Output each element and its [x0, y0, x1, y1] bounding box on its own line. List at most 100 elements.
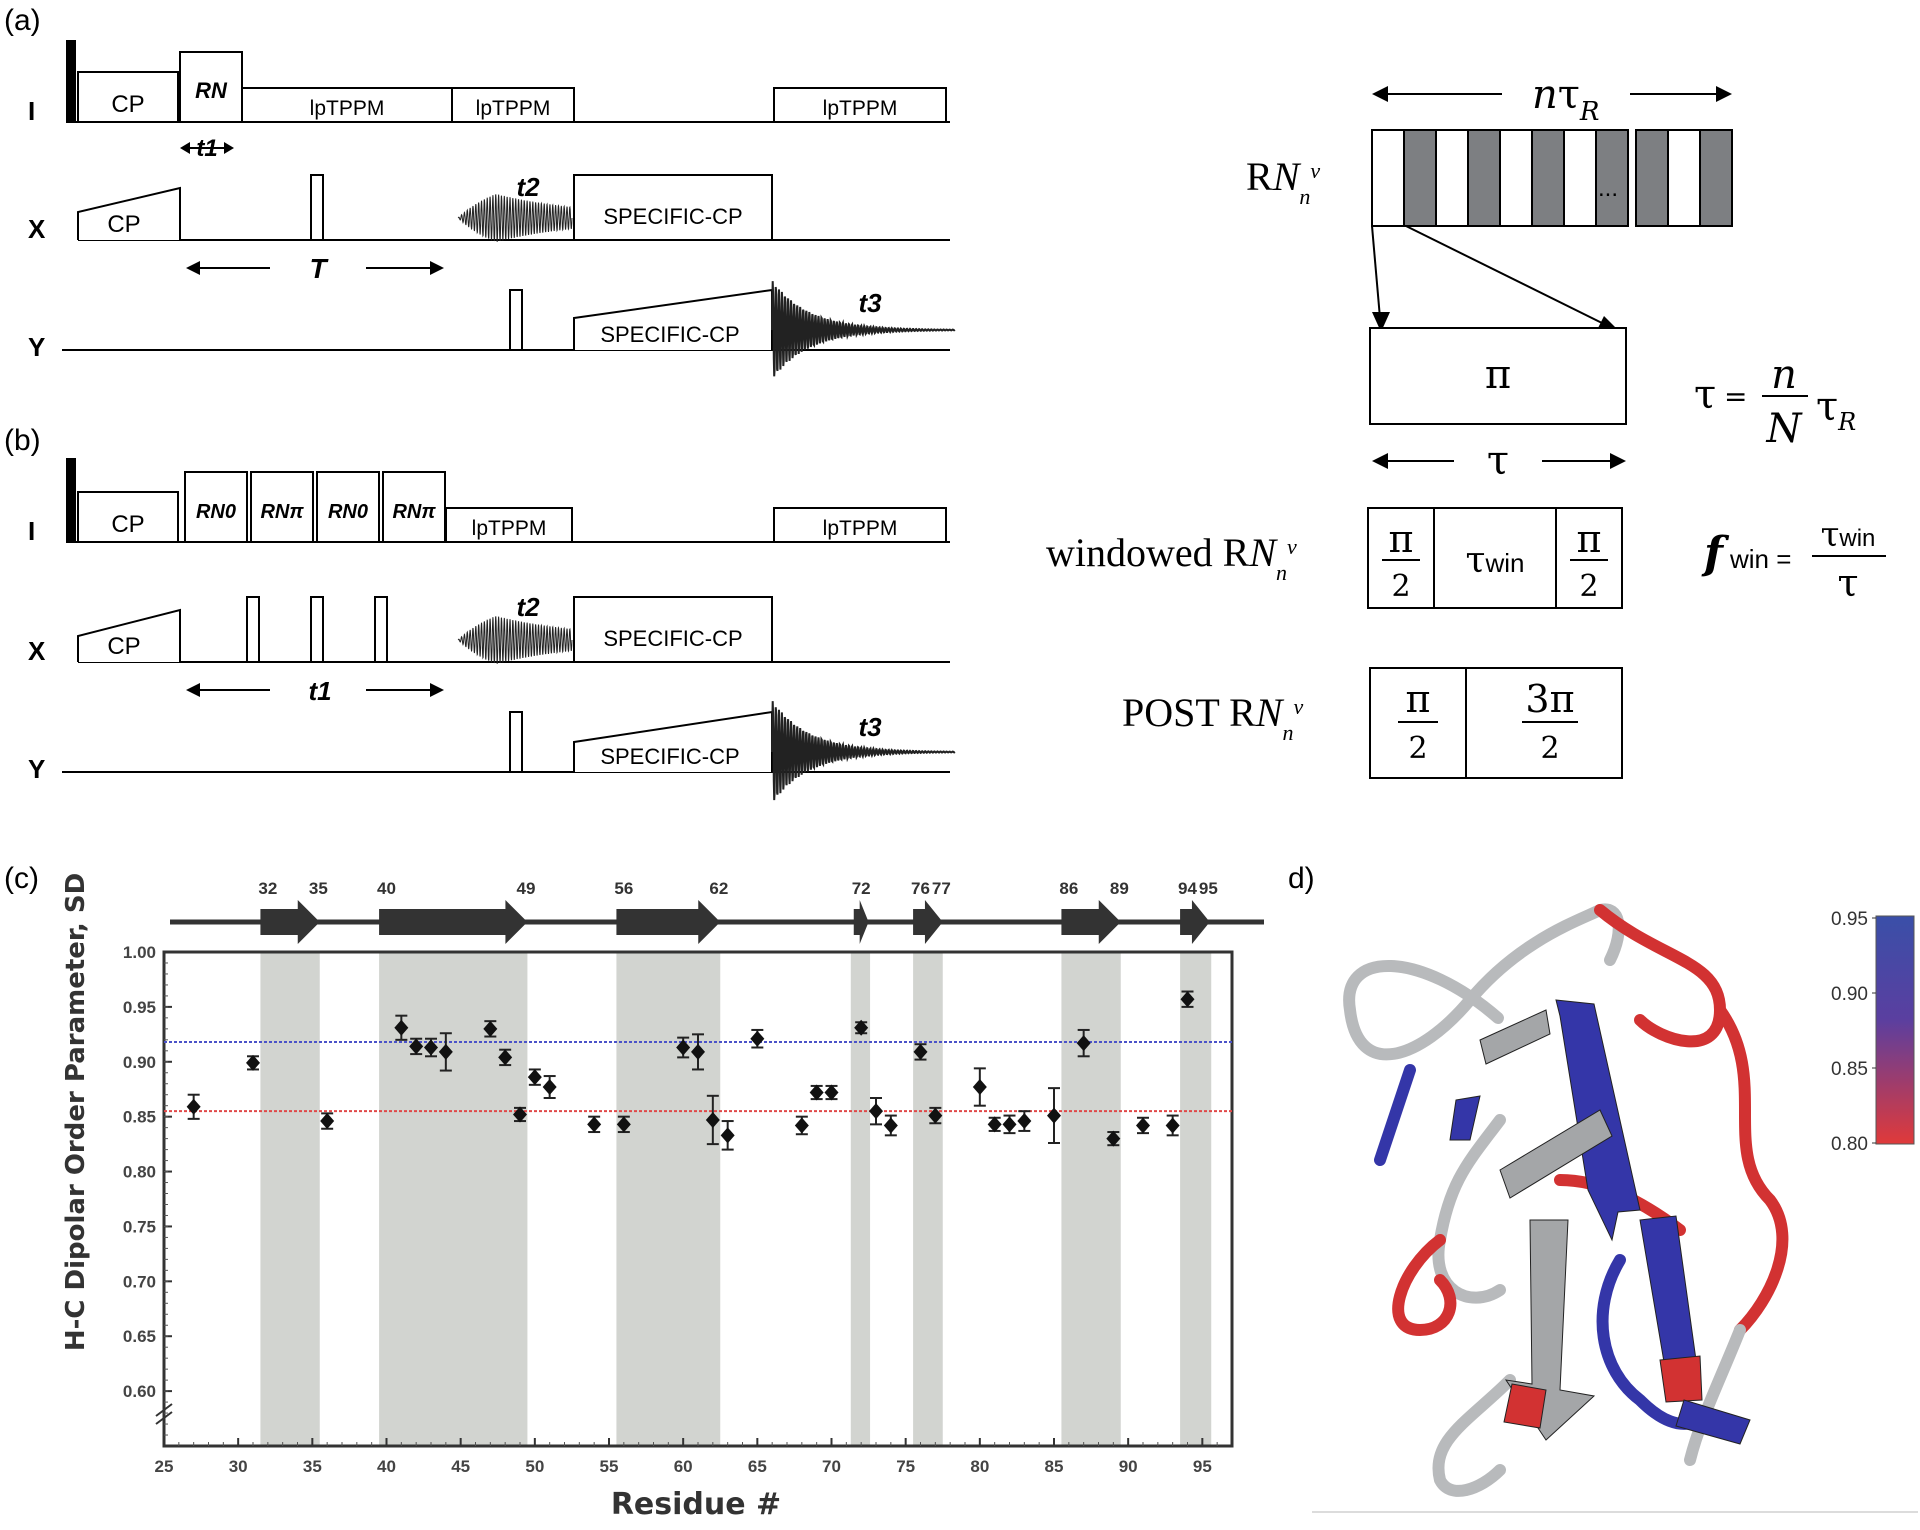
tau-equation: τ = n N τR: [1694, 352, 1856, 452]
data-point-21: [809, 1084, 824, 1101]
strand-shade-4: [850, 952, 871, 1446]
colorbar-label-2: 0.90: [1831, 984, 1868, 1005]
channel-i-label: I: [28, 96, 35, 126]
lptppm-block-1: [241, 87, 453, 123]
y-tick-label-8: 0.95: [123, 998, 156, 1017]
mixing-arrow-right-head: [430, 261, 444, 275]
windowed-tau-win: τwin: [1466, 540, 1525, 581]
y-tick-label-3: 0.70: [123, 1272, 156, 1291]
strand-grey-long: [1504, 1219, 1596, 1441]
x-tick-label-1: 25: [155, 1457, 174, 1476]
rn-block-b-2: [250, 471, 314, 543]
strand-blue-small: [1449, 1095, 1481, 1141]
t3-label-b: t3: [858, 712, 882, 742]
x-cp-label-b: CP: [107, 633, 140, 660]
ss-arrow-3: [616, 900, 721, 944]
rn-stripe-5: [1499, 129, 1533, 227]
x-specific-cp-label-b: SPECIFIC-CP: [603, 626, 742, 651]
data-point-32: [1047, 1107, 1061, 1124]
data-point-6: [424, 1039, 438, 1056]
coil-right-red: [1714, 1004, 1789, 1336]
coil-blue-left: [1374, 1064, 1416, 1166]
coil-right-lower: [1684, 1324, 1746, 1466]
t1-label: t1: [196, 135, 217, 162]
y-tick-label-1: 0.60: [123, 1382, 156, 1401]
rn-element-train: [1371, 129, 1733, 227]
ss-end-label-1: 35: [309, 879, 328, 898]
coil-left-mid: [1432, 1114, 1506, 1304]
data-point-26: [913, 1043, 928, 1060]
data-point-10: [513, 1106, 527, 1123]
channel-i-label-b: I: [28, 516, 35, 546]
windowed-pi-num-2: π: [1577, 517, 1602, 561]
y-specific-cp-label: SPECIFIC-CP: [600, 322, 739, 347]
rn-stripe-8: [1595, 129, 1629, 227]
rn-block: [179, 51, 243, 123]
lptppm-label-b1: lpTPPM: [472, 517, 547, 540]
x-specific-cp-label: SPECIFIC-CP: [603, 204, 742, 229]
y-pi-pulse-b: [509, 711, 523, 773]
chart-y-axis-title: H-C Dipolar Order Parameter, SD: [61, 873, 91, 1351]
x-tick-label-10: 70: [822, 1457, 841, 1476]
y-tick-label-7: 0.90: [123, 1053, 156, 1072]
rn-stripe-7: [1563, 129, 1597, 227]
data-point-8: [483, 1020, 498, 1037]
rn-scheme-label: RNnv: [1246, 154, 1320, 209]
rn-block-label-b-2: RNπ: [260, 501, 304, 523]
rn-block-label-b-3: RN0: [328, 501, 368, 523]
y-fid-t3-b: [771, 701, 956, 801]
ss-end-label-7: 95: [1199, 879, 1218, 898]
beta-strands: [1449, 999, 1751, 1445]
strand-shade-3: [616, 952, 721, 1446]
data-point-9: [498, 1049, 513, 1066]
lptppm-label-3: lpTPPM: [823, 97, 898, 120]
data-point-36: [1165, 1117, 1180, 1134]
data-point-17: [705, 1111, 720, 1128]
i-90-pulse: [66, 40, 76, 122]
data-point-29: [987, 1116, 1002, 1133]
rn-stripe-3: [1435, 129, 1469, 227]
post-rn-label: POST RNnv: [1122, 690, 1303, 745]
data-point-19: [750, 1030, 765, 1047]
y-tick-label-6: 0.85: [123, 1108, 156, 1127]
colorbar: 0.95 0.90 0.85 0.80: [1831, 909, 1915, 1155]
chart-x-axis-title: Residue #: [611, 1487, 781, 1522]
ss-start-label-3: 56: [614, 879, 633, 898]
data-point-27: [928, 1107, 943, 1124]
rn-stripe-4: [1467, 129, 1501, 227]
ss-arrow-6: [1061, 900, 1121, 944]
data-point-3: [320, 1113, 335, 1130]
data-point-20: [794, 1117, 809, 1134]
windowed-pi-den-1: 2: [1391, 569, 1410, 604]
ss-start-label-7: 94: [1178, 879, 1197, 898]
y-tick-label-2: 0.65: [123, 1327, 156, 1346]
rn-ellipsis: ...: [1598, 175, 1618, 202]
rn-stripe-2: [1403, 129, 1437, 227]
lptppm-label-b2: lpTPPM: [823, 517, 898, 540]
expand-arrow-right: [1405, 225, 1605, 325]
i-90-pulse-b: [66, 458, 76, 542]
x-fid-trace-b: [457, 616, 573, 664]
ss-arrow-2: [379, 900, 528, 944]
ss-arrow-7: [1180, 900, 1210, 944]
data-point-22: [824, 1084, 839, 1101]
strand-red-tip: [1503, 1383, 1547, 1429]
post-pi-den: 2: [1408, 731, 1427, 766]
rn-block-b-3: [316, 471, 380, 543]
data-point-12: [542, 1079, 557, 1096]
y-tick-label-4: 0.75: [123, 1217, 156, 1236]
colorbar-label-3: 0.85: [1831, 1059, 1868, 1080]
ss-start-label-1: 32: [258, 879, 277, 898]
x-tick-label-2: 30: [229, 1457, 248, 1476]
panel-c: (c) 0.600.650.700.750.800.850.900.951.00…: [4, 862, 1264, 1522]
strand-grey-mid: [1499, 1109, 1613, 1199]
y-fid-trace-b: [771, 701, 956, 801]
post-3pi-den: 2: [1540, 731, 1559, 766]
colorbar-gradient: [1875, 915, 1915, 1145]
fwin-sub: win =: [1729, 544, 1791, 574]
fwin-denominator: τ: [1837, 561, 1858, 605]
rn-block-label-b-1: RN0: [196, 501, 236, 523]
t2-label-b: t2: [516, 592, 540, 622]
